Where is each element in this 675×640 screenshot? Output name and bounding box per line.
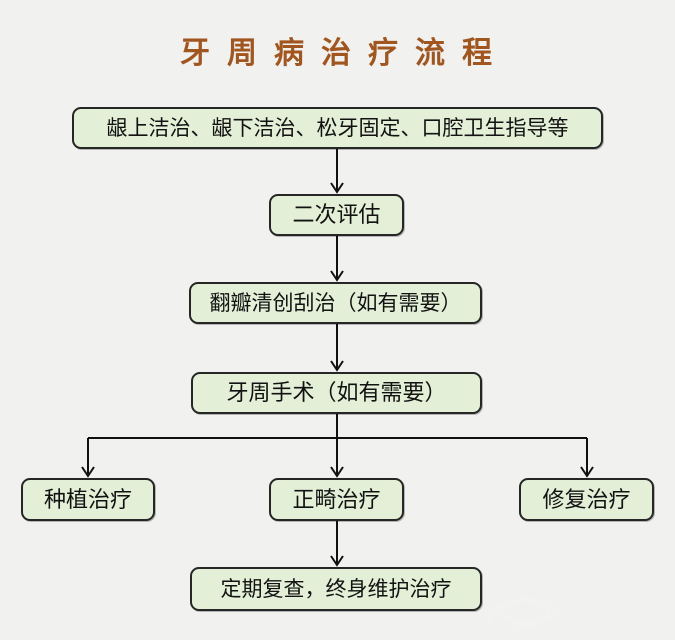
node-reevaluation: 二次评估 xyxy=(269,194,404,236)
node-orthodontic-treatment: 正畸治疗 xyxy=(269,478,404,521)
node-implant-treatment: 种植治疗 xyxy=(21,478,155,521)
node-restorative-treatment: 修复治疗 xyxy=(519,478,654,521)
node-flap-debridement: 翻瓣清创刮治（如有需要） xyxy=(189,282,482,324)
node-perio-surgery: 牙周手术（如有需要） xyxy=(191,372,482,414)
node-maintenance: 定期复查，终身维护治疗 xyxy=(190,567,482,611)
node-initial-therapy: 龈上洁治、龈下洁治、松牙固定、口腔卫生指导等 xyxy=(72,107,603,149)
watermark xyxy=(483,597,558,633)
page-title: 牙周病治疗流程 xyxy=(180,37,509,70)
